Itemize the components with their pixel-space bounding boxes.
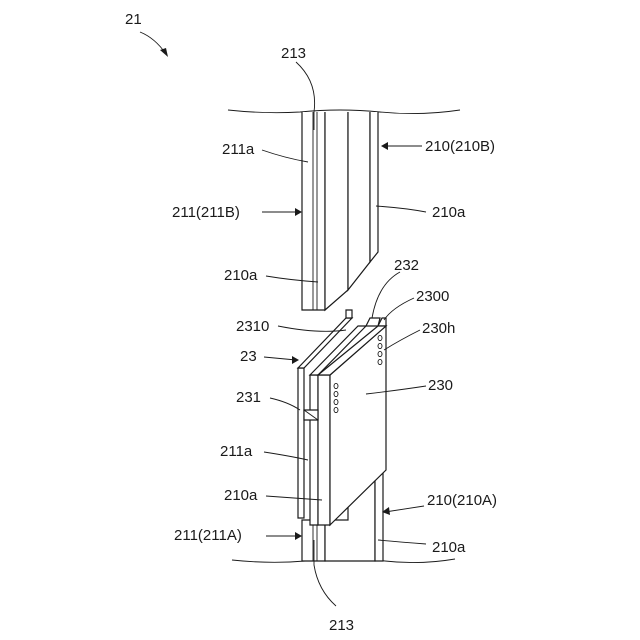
label-23: 23 (240, 348, 257, 365)
main-plate-230-front (318, 375, 330, 525)
label-211B: 211(211B) (172, 204, 240, 221)
label-210B: 210(210B) (425, 138, 495, 155)
hole-230h-2 (378, 343, 382, 348)
upper-rail-side-face (325, 112, 348, 310)
upper-rail-front-face (302, 112, 325, 310)
label-lower-213: 213 (329, 617, 354, 634)
lead-232 (372, 272, 400, 318)
label-230h: 230h (422, 320, 455, 337)
hole-230h-3 (378, 351, 382, 356)
arrow-210B (381, 142, 388, 150)
tab-232 (366, 318, 380, 326)
middle-plate-front (310, 375, 318, 525)
label-232: 232 (394, 257, 419, 274)
lead-23 (264, 357, 296, 360)
plate-231-front (298, 368, 304, 518)
hole-side-4 (334, 407, 338, 412)
upper-rail-back-strip (348, 112, 370, 290)
label-211a-bottom: 211a (220, 443, 253, 460)
label-230: 230 (428, 377, 453, 394)
hole-side-2 (334, 391, 338, 396)
arrow-23 (292, 356, 299, 364)
label-210A: 210(210A) (427, 492, 497, 509)
label-210a-lower-right: 210a (432, 539, 466, 556)
hole-230h-4 (378, 359, 382, 364)
lead-211a-top (262, 150, 308, 162)
upper-rail-edge-strip (370, 112, 378, 262)
label-211A: 211(211A) (174, 527, 242, 544)
lead-231 (270, 398, 300, 410)
label-2300: 2300 (416, 288, 449, 305)
arrow-211B (295, 208, 302, 216)
lead-230h (384, 330, 420, 350)
lower-rail-front-face (302, 520, 325, 561)
label-2310: 2310 (236, 318, 269, 335)
tab-2310 (346, 310, 352, 318)
lead-210A (385, 506, 424, 512)
lead-2300 (384, 298, 414, 320)
lead-210a-lower-right (378, 540, 426, 544)
figure-ref-arrowhead (160, 48, 168, 57)
figure-ref-label: 21 (125, 11, 142, 28)
label-231: 231 (236, 389, 261, 406)
label-210a-lower-left: 210a (224, 487, 258, 504)
label-210a-upper-left: 210a (224, 267, 258, 284)
hole-230h-1 (378, 335, 382, 340)
label-210a-upper-right: 210a (432, 204, 466, 221)
hole-side-1 (334, 383, 338, 388)
arrow-211A (295, 532, 302, 540)
lead-210a-upper-right (376, 206, 426, 212)
hole-side-3 (334, 399, 338, 404)
label-upper-213: 213 (281, 45, 306, 62)
label-211a-top: 211a (222, 141, 255, 158)
